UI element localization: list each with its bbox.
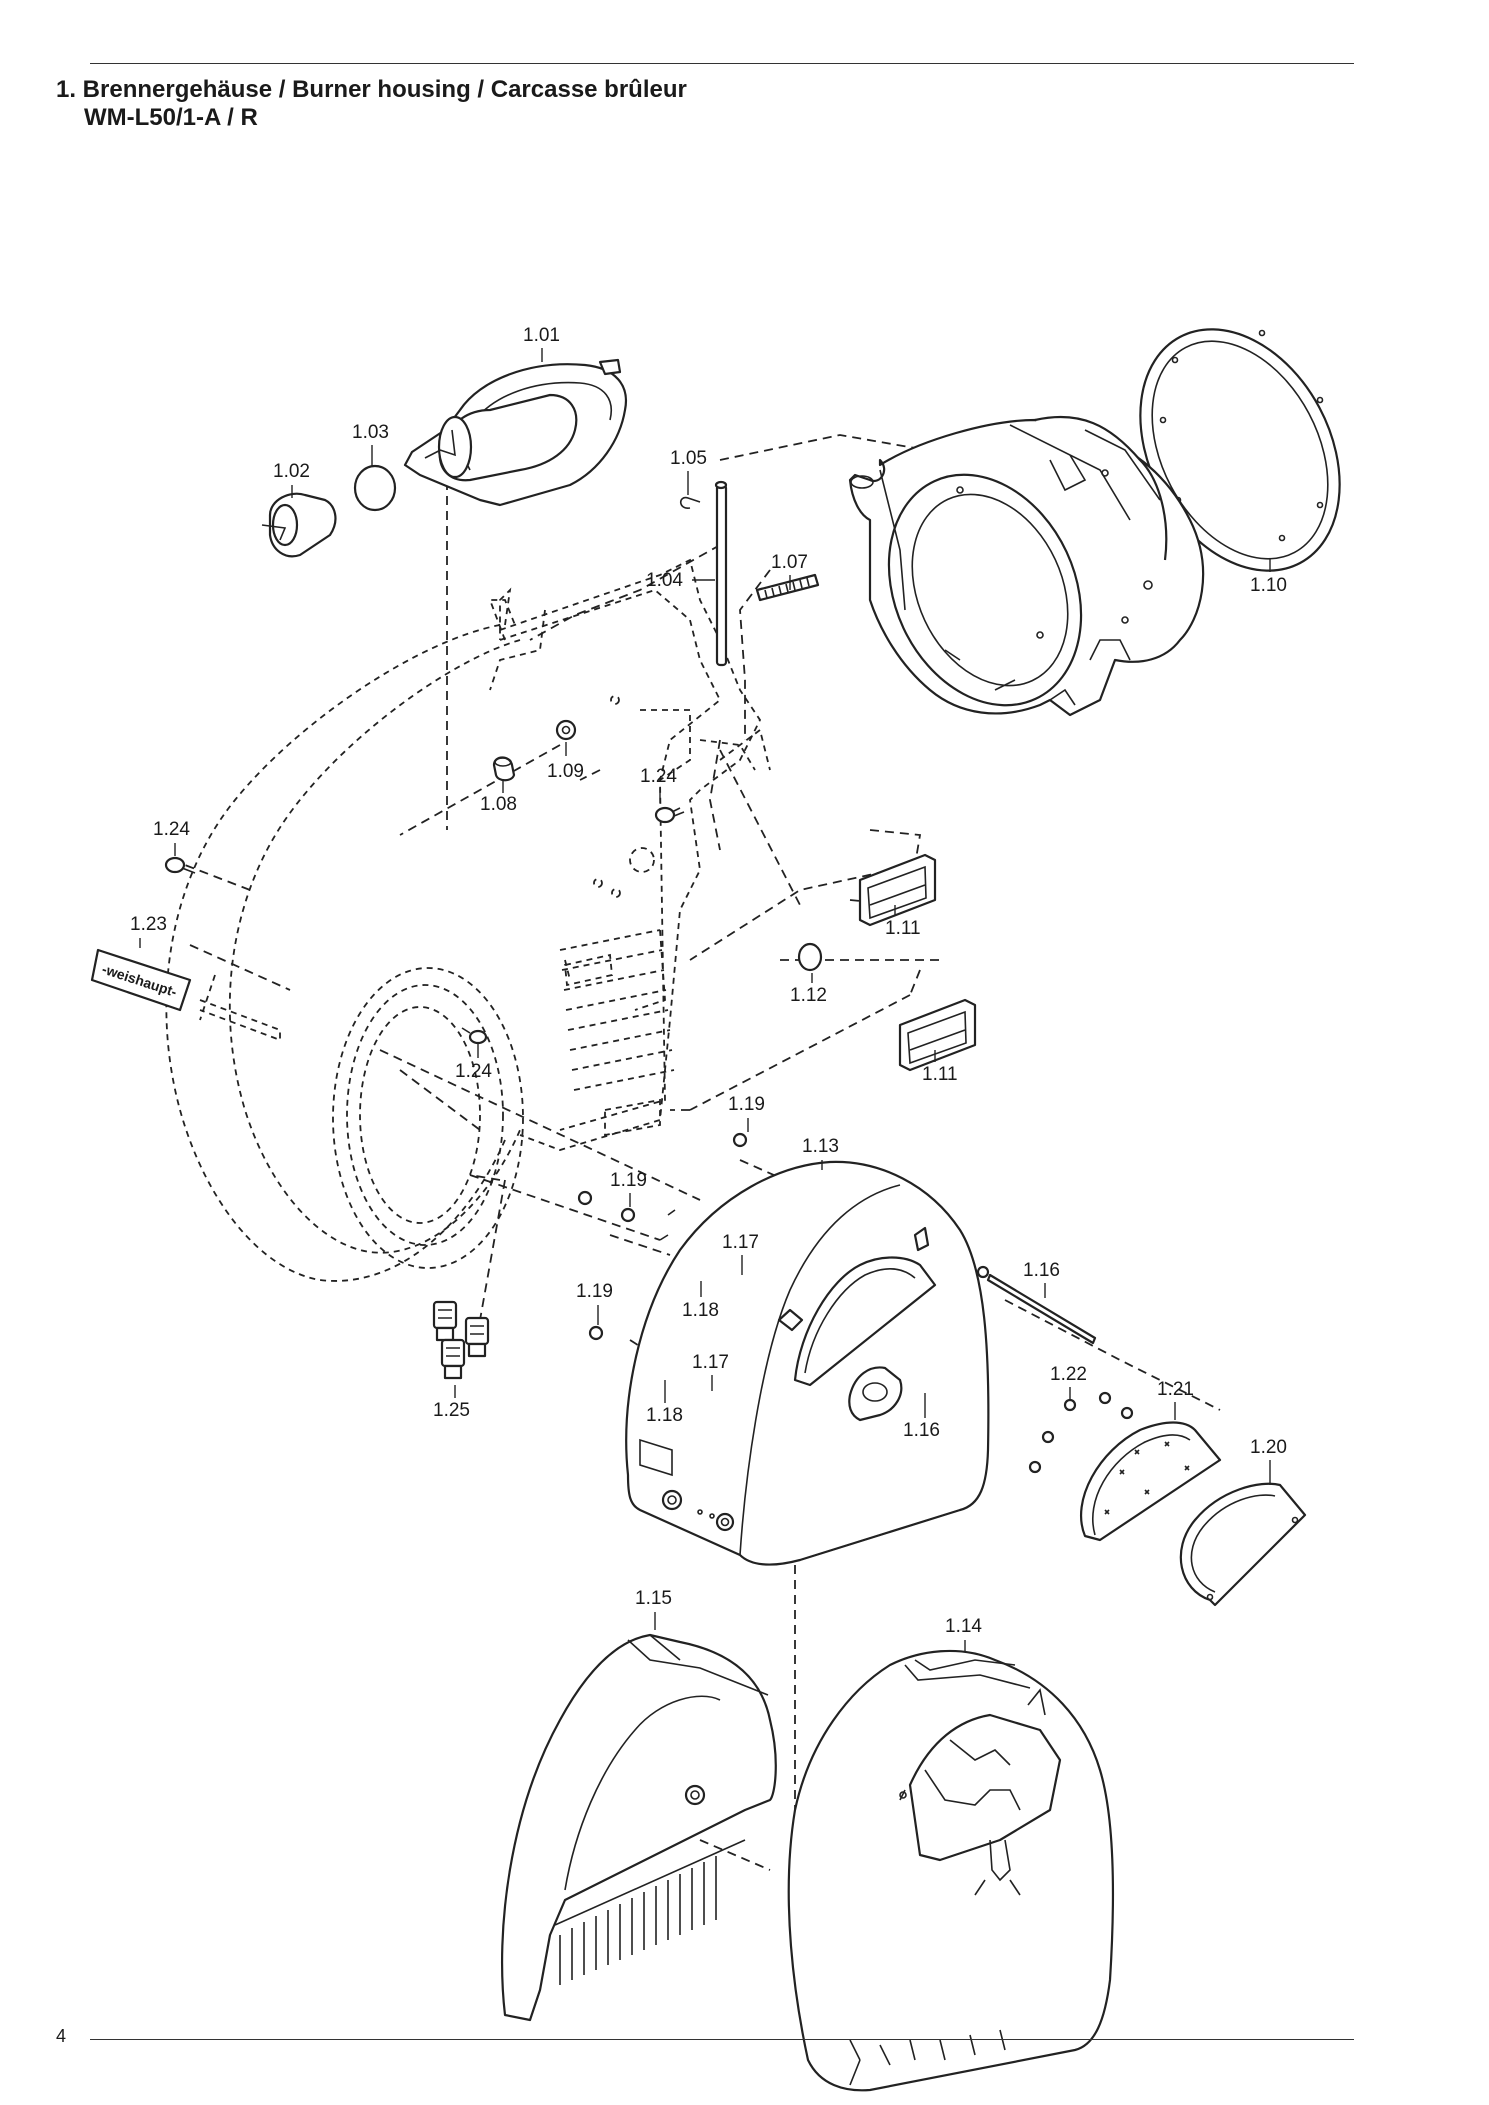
label-1-03: 1.03 [352, 422, 389, 443]
label-1-15: 1.15 [635, 1588, 672, 1609]
label-1-10: 1.10 [1250, 575, 1287, 596]
plug-part [492, 756, 516, 782]
label-1-22: 1.22 [1050, 1364, 1087, 1385]
cover-plate-part-1 [858, 853, 937, 927]
label-1-17-b: 1.17 [692, 1352, 729, 1373]
eye-bolt-part-1 [654, 806, 685, 824]
burner-hood-part [625, 1160, 990, 1566]
label-1-25: 1.25 [433, 1400, 470, 1421]
label-1-18-a: 1.18 [682, 1300, 719, 1321]
label-1-20: 1.20 [1250, 1437, 1287, 1458]
page-title: 1. Brennergehäuse / Burner housing / Car… [56, 76, 687, 132]
label-1-14: 1.14 [945, 1616, 982, 1637]
label-1-17-a: 1.17 [722, 1232, 759, 1253]
label-1-19-a: 1.19 [728, 1094, 765, 1115]
label-1-24-a: 1.24 [640, 766, 677, 787]
half-gasket-part [1179, 1482, 1307, 1607]
label-1-05: 1.05 [670, 448, 707, 469]
leader-lines [139, 348, 1271, 1652]
cable-gland-part [432, 1300, 490, 1380]
sight-cap-part [261, 492, 337, 558]
label-1-19-c: 1.19 [576, 1281, 613, 1302]
label-1-04: 1.04 [646, 570, 683, 591]
hood-shell-part [501, 1633, 777, 2022]
half-plate-part [1079, 1421, 1222, 1542]
clip-part [679, 496, 701, 509]
threaded-bolt-part [755, 573, 820, 602]
label-1-16-b: 1.16 [903, 1420, 940, 1441]
cover-plate-part-2 [898, 998, 977, 1072]
label-1-12: 1.12 [790, 985, 827, 1006]
label-1-18-b: 1.18 [646, 1405, 683, 1426]
label-1-11-a: 1.11 [885, 918, 921, 939]
label-1-19-b: 1.19 [610, 1170, 647, 1191]
assembly-lines [184, 434, 1221, 1871]
label-1-01: 1.01 [523, 325, 560, 346]
part-number-labels: 1.01 1.02 1.03 1.05 1.04 1.07 1.10 1.09 … [130, 325, 1287, 1637]
label-1-13: 1.13 [802, 1136, 839, 1157]
round-cover-part [353, 464, 397, 512]
title-line-1: 1. Brennergehäuse / Burner housing / Car… [56, 76, 687, 103]
fan-housing-outline [165, 558, 771, 1282]
washer-part [555, 719, 577, 741]
label-1-08: 1.08 [480, 794, 517, 815]
label-1-11-b: 1.11 [922, 1064, 958, 1085]
label-1-07: 1.07 [771, 552, 808, 573]
label-1-24-c: 1.24 [455, 1061, 492, 1082]
label-1-23: 1.23 [130, 914, 167, 935]
top-rule [90, 63, 1354, 64]
label-1-21: 1.21 [1157, 1379, 1194, 1400]
rod-part [714, 480, 728, 667]
label-1-09: 1.09 [547, 761, 584, 782]
label-1-24-b: 1.24 [153, 819, 190, 840]
bottom-rule [90, 2039, 1354, 2040]
long-bolt-part-1 [986, 1273, 1097, 1345]
eye-bolt-part-2 [164, 856, 196, 874]
air-intake-part [403, 358, 628, 507]
label-1-16-a: 1.16 [1023, 1260, 1060, 1281]
logo-plate-part: -weishaupt- [90, 948, 192, 1012]
label-1-02: 1.02 [273, 461, 310, 482]
page-number: 4 [56, 2026, 67, 2046]
plug-cap-part [797, 942, 823, 972]
star-washers [1028, 1391, 1134, 1474]
outer-hood-part [787, 1649, 1115, 2092]
title-line-2: WM-L50/1-A / R [84, 104, 258, 131]
burner-flange-part [848, 415, 1205, 717]
washer-hole [561, 725, 571, 735]
eye-bolt-part-3 [461, 1027, 488, 1045]
